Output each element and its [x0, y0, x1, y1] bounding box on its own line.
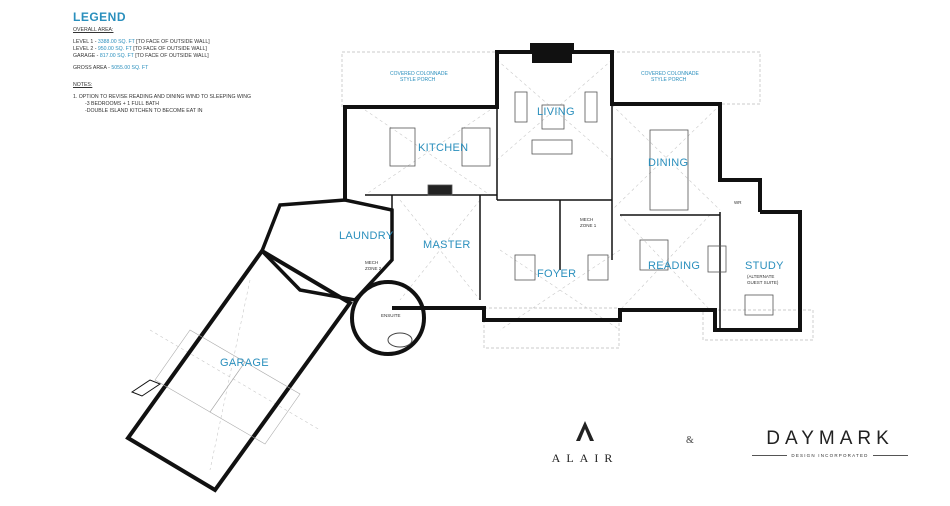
furniture: [389, 91, 774, 316]
daymark-wordmark: DAYMARK: [766, 428, 894, 449]
legend-title: LEGEND: [73, 10, 127, 24]
room-mech-zone1-a: MECH: [580, 217, 593, 222]
tub: [387, 332, 413, 348]
room-dining: DINING: [648, 157, 688, 169]
garage-line: GARAGE - 817.00 SQ. FT [TO FACE OF OUTSI…: [73, 53, 209, 59]
ensuite-walls: [350, 280, 426, 356]
room-study-sub2: GUEST SUITE): [747, 280, 779, 285]
room-reading: READING: [648, 260, 700, 272]
legend: LEGEND OVERALL AREA: LEVEL 1 - 3388.00 S…: [73, 10, 303, 115]
ampersand: &: [686, 435, 694, 446]
laundry-wing-walls: [259, 198, 394, 302]
room-wr: WR: [734, 200, 742, 205]
chimney: [532, 45, 572, 63]
alair-wordmark: ALAIR: [551, 451, 619, 465]
room-garage: GARAGE: [220, 357, 269, 369]
garage-walls: [125, 248, 353, 493]
daymark-sub-text: DESIGN INCORPORATED: [791, 453, 869, 458]
room-ensuite: ENSUITE: [381, 313, 401, 318]
room-living: LIVING: [537, 106, 575, 118]
daymark-logo: DAYMARK DESIGN INCORPORATED: [750, 428, 910, 458]
ceiling-lines: [149, 59, 721, 471]
room-mech-zone2-b: ZONE 2: [365, 266, 382, 271]
porch-right-line2: STYLE PORCH: [651, 77, 687, 83]
porch-left-line1: COVERED COLONNADE: [390, 71, 448, 77]
overall-area-label: OVERALL AREA:: [73, 27, 114, 33]
porch-right-line1: COVERED COLONNADE: [641, 71, 699, 77]
room-foyer: FOYER: [537, 268, 576, 280]
alair-mark-icon: [576, 421, 594, 441]
level1-line: LEVEL 1 - 3388.00 SQ. FT [TO FACE OF OUT…: [73, 39, 210, 45]
gross-area-line: GROSS AREA - 5055.00 SQ. FT: [73, 65, 149, 71]
room-kitchen: KITCHEN: [418, 142, 468, 154]
note-1b: -DOUBLE ISLAND KITCHEN TO BECOME EAT IN: [85, 108, 203, 114]
room-mech-zone2-a: MECH: [365, 260, 378, 265]
house-outer-walls: [343, 43, 802, 332]
notes-label: NOTES:: [73, 82, 93, 88]
room-study-sub1: (ALTERNATE: [747, 274, 774, 279]
daymark-subline: DESIGN INCORPORATED: [750, 453, 910, 458]
level2-line: LEVEL 2 - 950.00 SQ. FT [TO FACE OF OUTS…: [73, 46, 207, 52]
note-1: 1. OPTION TO REVISE READING AND DINING W…: [73, 94, 252, 100]
room-study: STUDY: [745, 260, 784, 272]
room-mech-zone1-b: ZONE 1: [580, 223, 597, 228]
alair-logo: ALAIR: [535, 420, 635, 466]
room-laundry: LAUNDRY: [339, 230, 394, 242]
room-master: MASTER: [423, 239, 471, 251]
note-1a: -3 BEDROOMS + 1 FULL BATH: [85, 101, 159, 107]
garage-bays: [154, 329, 301, 445]
interior-walls: [365, 104, 721, 330]
porch-left-line2: STYLE PORCH: [400, 77, 436, 83]
